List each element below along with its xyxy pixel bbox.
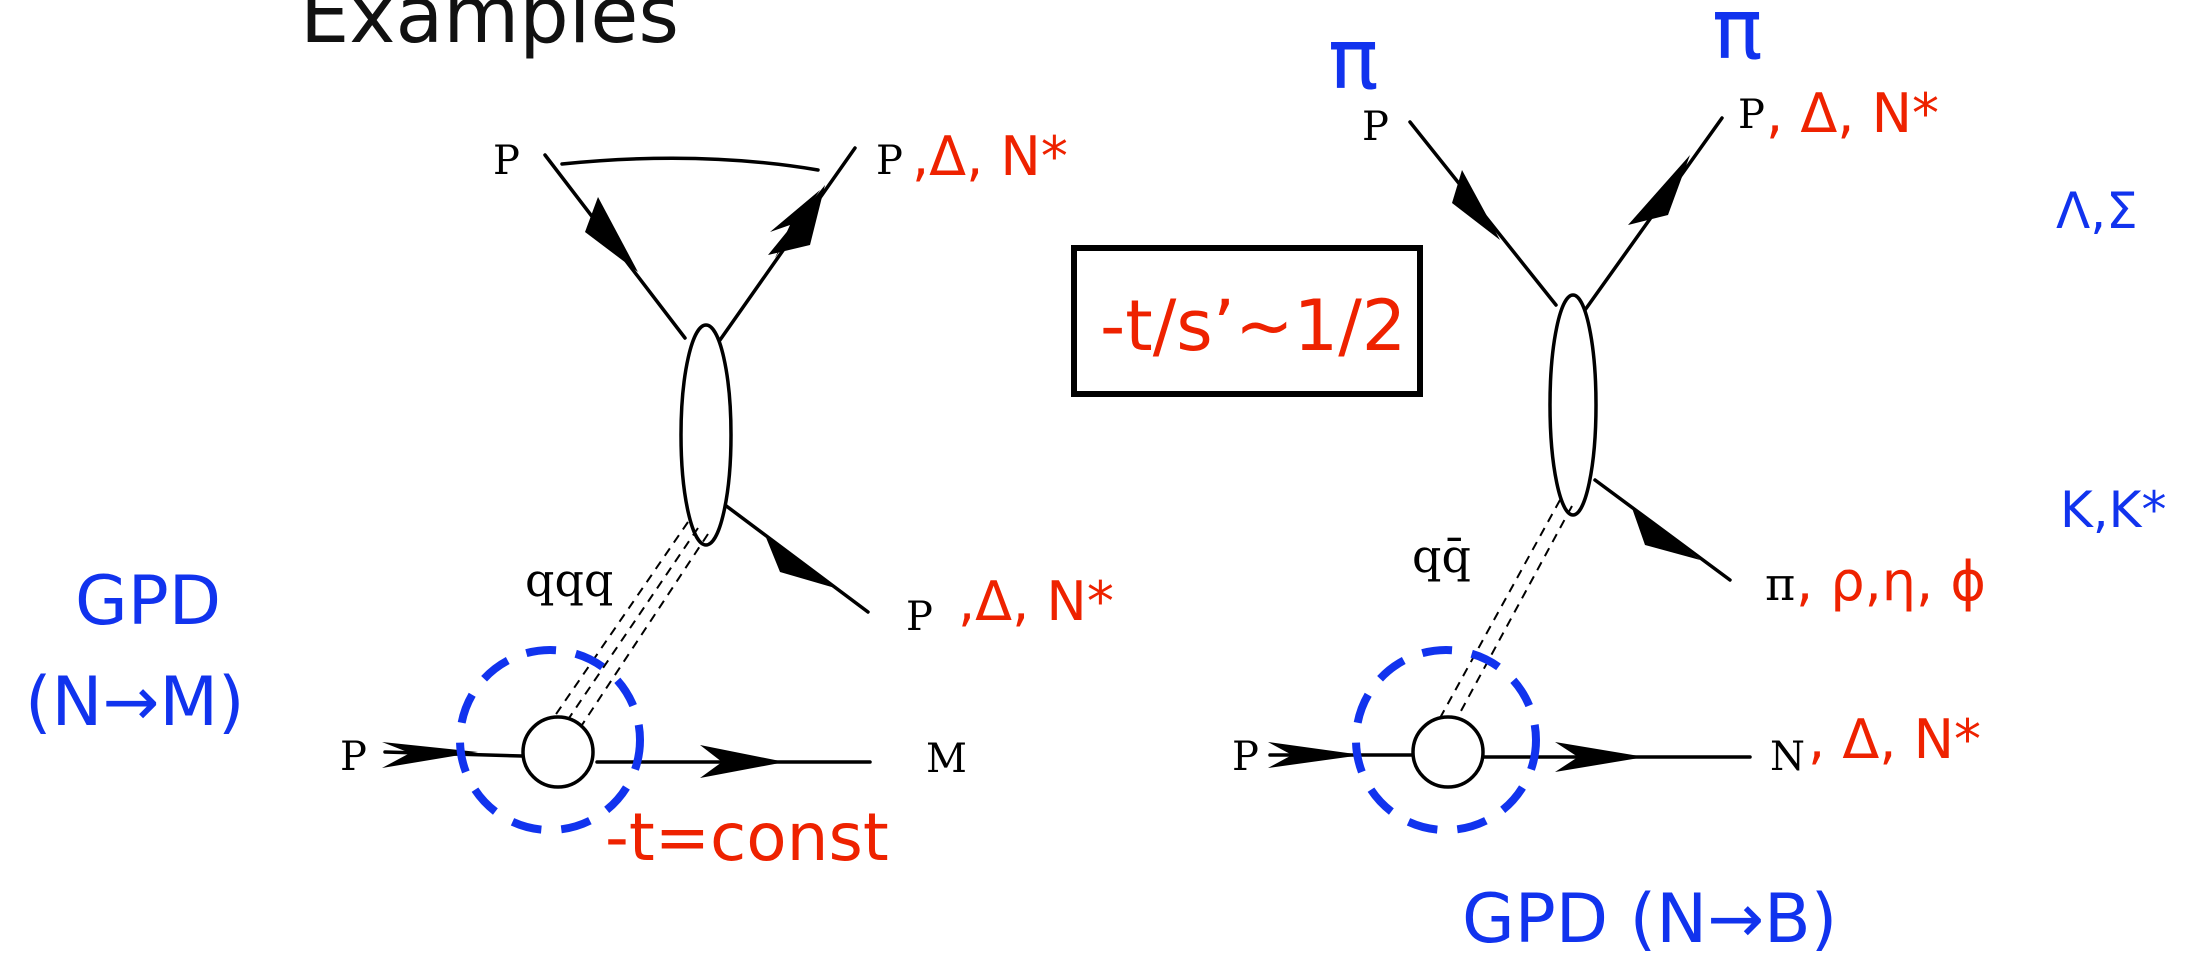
left-gpd-label: GPD: [75, 562, 221, 641]
left-incoming-arrow: [585, 197, 638, 272]
right-out-mid-label: π: [1765, 557, 1795, 611]
left-in-top-label: P: [493, 138, 520, 184]
left-gpd-transition: (N→M): [25, 663, 245, 742]
right-blob: [1548, 293, 1598, 517]
left-outgoing-mid-line: [723, 503, 870, 614]
right-out-bottom-alt-label: , Δ, N*: [1808, 708, 1981, 771]
ratio-box: -t/s’~1/2: [1071, 245, 1423, 397]
right-gpd-label: GPD (N→B): [1462, 880, 1837, 959]
left-top-arc: [560, 156, 820, 172]
right-feynman-diagram: π π P P , Δ, N* π , ρ,η, ϕ qq̄ P N , Δ, …: [1232, 0, 1986, 959]
right-out-mid-alt-label: , ρ,η, ϕ: [1796, 550, 1986, 613]
right-beam-in-label: π: [1328, 10, 1379, 108]
right-in-top-label: P: [1362, 104, 1389, 150]
right-out-bottom-label: N: [1770, 734, 1805, 780]
left-outgoing-mid-arrow: [765, 535, 835, 588]
ratio-box-text: -t/s’~1/2: [1100, 285, 1406, 367]
left-out-mid-label: P: [906, 594, 933, 640]
right-gpd-circle: [1352, 646, 1540, 834]
left-in-bottom-label: P: [340, 734, 367, 780]
left-out-mid-alt-label: ,Δ, N*: [958, 570, 1114, 633]
right-in-bottom-label: P: [1232, 734, 1259, 780]
kaons-label: K,K*: [2060, 481, 2166, 539]
left-out-top-label: P: [876, 138, 903, 184]
right-beam-out-label: π: [1712, 0, 1763, 78]
right-vertex: [1411, 715, 1485, 789]
left-out-bottom-label: M: [926, 736, 967, 782]
left-gpd-circle: [456, 646, 644, 834]
left-blob: [679, 323, 733, 547]
page-title: Examples: [300, 0, 679, 61]
left-exchange-label: qqq: [525, 553, 613, 607]
right-exchange-label: qq̄: [1412, 529, 1471, 583]
left-vertex: [521, 715, 595, 789]
left-t-label: -t=const: [605, 799, 889, 876]
right-out-top-alt-label: , Δ, N*: [1766, 82, 1939, 145]
left-feynman-diagram: P P ,Δ, N* P ,Δ, N* qqq P M -t=const GPD…: [25, 125, 1114, 876]
left-out-top-alt-label: ,Δ, N*: [912, 125, 1068, 188]
right-out-top-label: P: [1738, 92, 1765, 138]
hyperons-label: Λ,Σ: [2056, 182, 2138, 240]
